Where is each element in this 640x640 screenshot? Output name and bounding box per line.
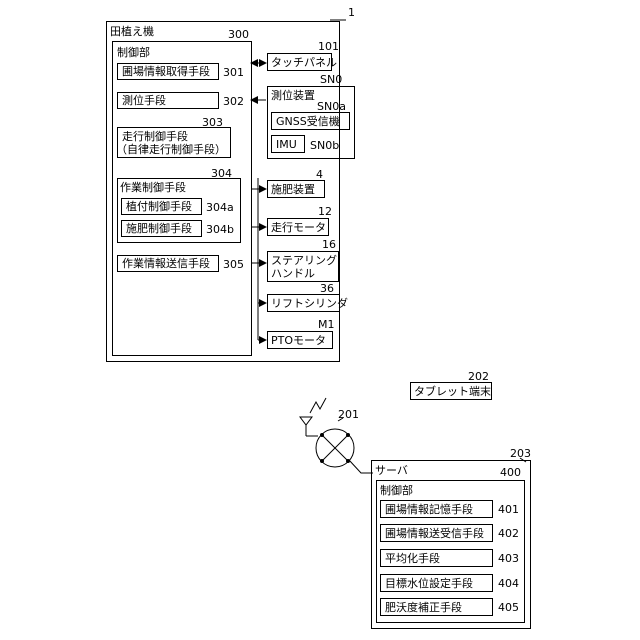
unit-402-box: 圃場情報送受信手段: [380, 524, 493, 542]
unit-401-label: 圃場情報記憶手段: [385, 503, 473, 516]
ref-label-203: 203: [510, 447, 531, 460]
travel-motor-box: 走行モータ: [267, 218, 329, 236]
ref-label-401: 401: [498, 503, 519, 516]
touch-panel-box: タッチパネル: [267, 53, 332, 71]
ref-label-SN0b: SN0b: [310, 139, 339, 152]
unit-301-label: 圃場情報取得手段: [122, 65, 210, 78]
server-controller-title: 制御部: [380, 484, 413, 497]
ref-label-101: 101: [318, 40, 339, 53]
ref-label-404: 404: [498, 577, 519, 590]
unit-302-label: 測位手段: [122, 94, 166, 107]
unit-402-label: 圃場情報送受信手段: [385, 527, 484, 540]
unit-302-box: 測位手段: [117, 92, 219, 109]
fertilizer-device-label: 施肥装置: [271, 183, 315, 196]
lift-cylinder-label: リフトシリンダ: [271, 297, 348, 310]
rice-transplanter-title: 田植え機: [110, 25, 154, 38]
link-network-server: [349, 460, 373, 473]
fertilizer-device-box: 施肥装置: [267, 180, 325, 198]
unit-305-label: 作業情報送信手段: [122, 257, 210, 270]
ref-label-12: 12: [318, 205, 332, 218]
antenna-icon: [300, 417, 312, 425]
tablet-terminal-box: タブレット端末: [410, 382, 492, 400]
unit-301-box: 圃場情報取得手段: [117, 63, 219, 80]
unit-303-label: 走行制御手段: [122, 130, 188, 143]
unit-305-box: 作業情報送信手段: [117, 255, 219, 272]
ref-label-305: 305: [223, 258, 244, 271]
touch-panel-label: タッチパネル: [271, 56, 337, 69]
ref-label-400: 400: [500, 466, 521, 479]
unit-405-label: 肥沃度補正手段: [385, 601, 462, 614]
ref-label-M1: M1: [318, 318, 335, 331]
unit-401-box: 圃場情報記憶手段: [380, 500, 493, 518]
ref-label-304a: 304a: [206, 201, 234, 214]
ref-label-16: 16: [322, 238, 336, 251]
unit-405-box: 肥沃度補正手段: [380, 598, 493, 616]
unit-404-label: 目標水位設定手段: [385, 577, 473, 590]
unit-304b-box: 施肥制御手段: [121, 220, 202, 237]
unit-403-box: 平均化手段: [380, 549, 493, 567]
unit-304b-label: 施肥制御手段: [126, 222, 192, 235]
ref-label-405: 405: [498, 601, 519, 614]
unit-303-box: 走行制御手段 （自律走行制御手段）: [117, 127, 231, 158]
tablet-terminal-label: タブレット端末: [414, 385, 491, 398]
controller-title: 制御部: [117, 46, 150, 59]
ref-label-SN0: SN0: [320, 73, 342, 86]
imu-label: IMU: [276, 138, 297, 151]
travel-motor-label: 走行モータ: [271, 221, 326, 234]
unit-304a-box: 植付制御手段: [121, 198, 202, 215]
unit-304-label: 作業制御手段: [120, 181, 186, 194]
pto-motor-label: PTOモータ: [271, 334, 326, 347]
unit-304a-label: 植付制御手段: [126, 200, 192, 213]
ref-label-301: 301: [223, 66, 244, 79]
ref-label-403: 403: [498, 552, 519, 565]
server-title: サーバ: [375, 464, 408, 477]
unit-404-box: 目標水位設定手段: [380, 574, 493, 592]
unit-403-label: 平均化手段: [385, 552, 440, 565]
steering-handle-label-2: ハンドル: [271, 267, 315, 280]
lift-cylinder-box: リフトシリンダ: [267, 294, 340, 312]
ref-label-300: 300: [228, 28, 249, 41]
ref-label-304b: 304b: [206, 223, 234, 236]
positioning-device-label: 測位装置: [271, 89, 315, 102]
gnss-receiver-label: GNSS受信機: [276, 115, 340, 128]
ref-label-302: 302: [223, 95, 244, 108]
steering-handle-label: ステアリング: [271, 254, 337, 267]
pto-motor-box: PTOモータ: [267, 331, 333, 349]
ref-label-402: 402: [498, 527, 519, 540]
ref-label-201: 201: [338, 408, 359, 421]
steering-handle-box: ステアリング ハンドル: [267, 251, 339, 282]
ref-label-1: 1: [348, 6, 355, 19]
lightning-icon: [310, 398, 326, 413]
gnss-receiver-box: GNSS受信機: [271, 112, 350, 130]
unit-303-sublabel: （自律走行制御手段）: [116, 143, 226, 156]
imu-box: IMU: [271, 135, 305, 153]
